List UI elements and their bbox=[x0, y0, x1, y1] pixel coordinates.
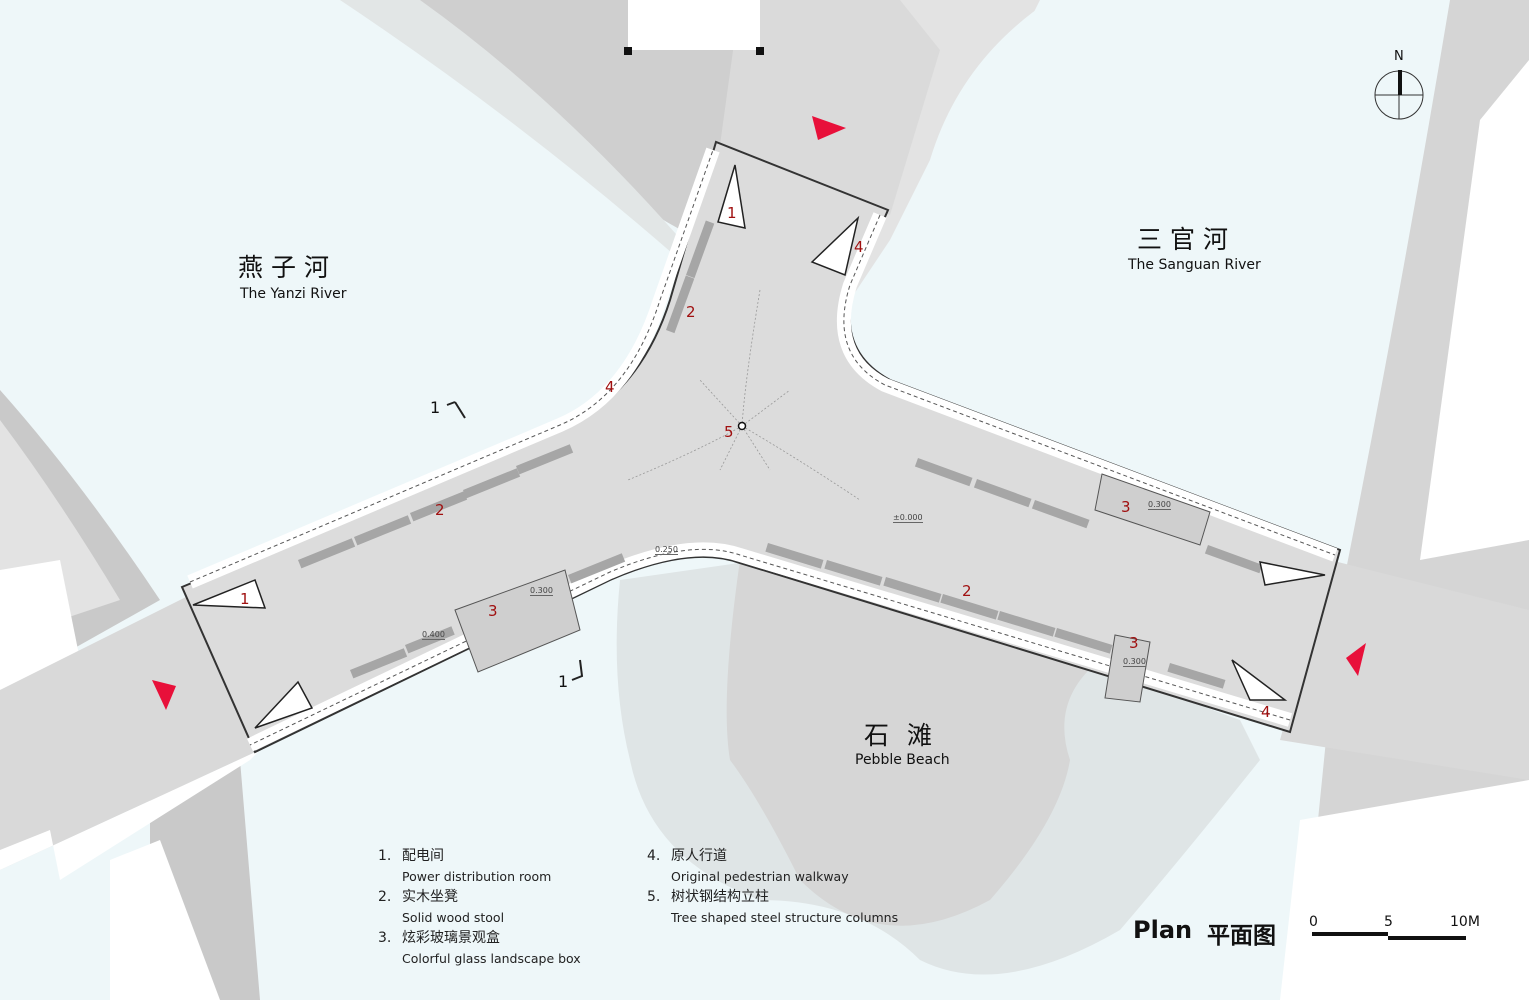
sanguan-river-en: The Sanguan River bbox=[1128, 257, 1261, 273]
yanzi-river-en: The Yanzi River bbox=[240, 286, 347, 302]
tree-column-icon bbox=[737, 421, 747, 431]
plan-title-en: Plan bbox=[1133, 916, 1193, 944]
section-mark-north bbox=[446, 401, 466, 419]
gate-post bbox=[624, 47, 632, 55]
marker-4: 4 bbox=[1261, 703, 1271, 721]
tree-column-canopy bbox=[627, 289, 861, 501]
plan-title-cn: 平面图 bbox=[1207, 923, 1276, 949]
marker-3: 3 bbox=[1121, 498, 1131, 516]
scale-tick-10: 10M bbox=[1450, 914, 1480, 930]
benches bbox=[298, 220, 1263, 689]
pebble-beach-en: Pebble Beach bbox=[855, 752, 950, 768]
section-label-south: 1 bbox=[558, 672, 569, 691]
marker-3: 3 bbox=[1129, 634, 1139, 652]
walkway-dashed-line bbox=[189, 149, 1336, 746]
building-west bbox=[0, 560, 80, 690]
elevation-box-east: 0.300 bbox=[1148, 500, 1171, 510]
entry-arrows bbox=[152, 116, 1366, 710]
scale-tick-0: 0 bbox=[1309, 914, 1318, 930]
legend-item-4-en: Original pedestrian walkway bbox=[671, 869, 849, 884]
scale-bar bbox=[1312, 932, 1466, 940]
road-north bbox=[720, 0, 940, 215]
gate-north bbox=[628, 0, 760, 50]
marker-2: 2 bbox=[962, 582, 972, 600]
road-east bbox=[1280, 560, 1529, 780]
legend-item-1: 1.配电间 bbox=[378, 848, 444, 864]
elevation-box-west: 0.300 bbox=[530, 586, 553, 596]
gate-post bbox=[756, 47, 764, 55]
legend-item-2-en: Solid wood stool bbox=[402, 910, 505, 925]
elevation-box-south-east: 0.300 bbox=[1123, 657, 1146, 667]
sidewalk-west bbox=[0, 750, 260, 880]
power-rooms bbox=[192, 164, 1326, 729]
bank-north-west bbox=[340, 0, 690, 260]
marker-5: 5 bbox=[724, 423, 734, 441]
north-arrow-icon bbox=[1374, 70, 1424, 120]
legend-item-2: 2.实木坐凳 bbox=[378, 889, 458, 905]
marker-3: 3 bbox=[488, 602, 498, 620]
section-label-north: 1 bbox=[430, 398, 441, 417]
building-south-west bbox=[110, 840, 220, 1000]
pebble-beach bbox=[726, 560, 1100, 926]
section-mark-south bbox=[571, 659, 584, 681]
marker-4: 4 bbox=[854, 238, 864, 256]
marker-1: 1 bbox=[727, 204, 737, 222]
elevation-curve: 0.250 bbox=[655, 545, 678, 555]
water-north-east bbox=[870, 0, 1529, 330]
north-label: N bbox=[1394, 49, 1404, 64]
yanzi-river-cn: 燕子河 bbox=[238, 253, 338, 282]
legend-item-5-en: Tree shaped steel structure columns bbox=[671, 910, 899, 925]
pebble-beach-cn: 石滩 bbox=[864, 721, 951, 750]
road-west bbox=[0, 590, 260, 870]
building-east bbox=[1420, 60, 1529, 560]
legend-item-3: 3.炫彩玻璃景观盒 bbox=[378, 930, 500, 946]
legend-item-3-en: Colorful glass landscape box bbox=[402, 951, 581, 966]
sanguan-river-cn: 三官河 bbox=[1137, 225, 1237, 254]
elevation-center: ±0.000 bbox=[893, 513, 923, 523]
scale-tick-5: 5 bbox=[1384, 914, 1393, 930]
building-south-east bbox=[1280, 780, 1529, 1000]
elevation-west: 0.400 bbox=[422, 630, 445, 640]
legend-item-4: 4.原人行道 bbox=[647, 848, 727, 864]
legend-column-1: 1.配电间 Power distribution room 2.实木坐凳 Sol… bbox=[378, 846, 581, 969]
marker-2: 2 bbox=[435, 501, 445, 519]
marker-2: 2 bbox=[686, 303, 696, 321]
marker-1: 1 bbox=[240, 590, 250, 608]
legend-column-2: 4.原人行道 Original pedestrian walkway 5.树状钢… bbox=[647, 846, 898, 928]
marker-4: 4 bbox=[605, 378, 615, 396]
legend-item-1-en: Power distribution room bbox=[402, 869, 552, 884]
legend-item-5: 5.树状钢结构立柱 bbox=[647, 889, 769, 905]
